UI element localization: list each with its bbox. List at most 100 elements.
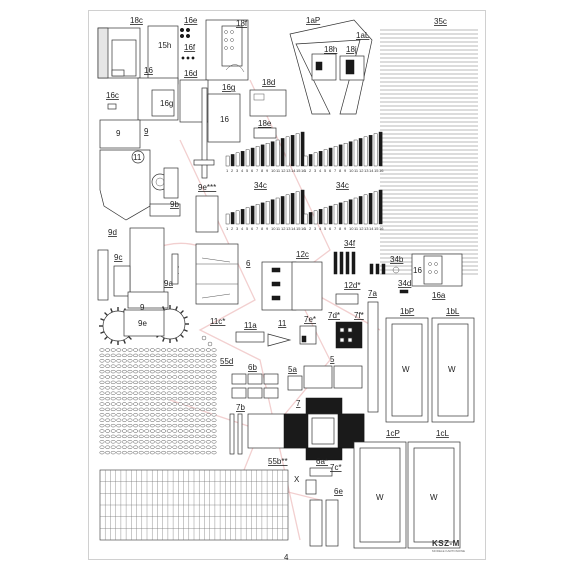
oval-piece: [194, 450, 200, 455]
ruler-number: 13: [286, 168, 291, 173]
ruler-bar: [308, 212, 313, 225]
ruler-number: 1: [226, 226, 229, 231]
oval-piece: [138, 369, 144, 374]
oval-piece: [211, 440, 217, 444]
oval-piece: [200, 380, 206, 385]
ruler-bar: [368, 134, 373, 167]
gear-tooth: [183, 329, 188, 332]
oval-piece: [116, 402, 122, 406]
ruler-bar: [255, 146, 260, 167]
label-11: 11: [133, 153, 142, 162]
oval-piece: [105, 380, 111, 385]
oval-piece: [183, 407, 189, 412]
oval-piece: [205, 380, 211, 385]
oval-piece: [127, 407, 133, 412]
oval-piece: [161, 353, 167, 358]
ruler-bar: [363, 194, 368, 225]
ruler-number: 14: [369, 168, 374, 173]
oval-piece: [172, 429, 178, 433]
oval-piece: [99, 440, 105, 444]
gear-tooth: [104, 312, 108, 316]
label-55d: 55d: [220, 357, 233, 366]
ruler-bar: [358, 138, 363, 167]
oval-piece: [189, 407, 195, 412]
label-1bL: 1bL: [446, 307, 460, 316]
oval-piece: [189, 429, 195, 433]
ruler-bar: [260, 202, 265, 225]
oval-piece: [110, 402, 116, 406]
ruler-bar: [373, 133, 378, 167]
part-12d: [335, 293, 359, 305]
oval-piece: [149, 407, 155, 412]
oval-piece: [138, 450, 144, 455]
oval-piece: [116, 375, 122, 379]
ruler-number: 9: [266, 168, 269, 173]
oval-piece: [149, 413, 155, 417]
oval-piece: [99, 407, 105, 412]
oval-piece: [105, 407, 111, 412]
ruler-bar: [235, 152, 240, 167]
oval-piece: [166, 375, 172, 379]
oval-piece: [138, 413, 144, 417]
oval-piece: [205, 450, 211, 455]
oval-piece: [172, 391, 178, 395]
ruler-number: 6: [329, 168, 332, 173]
ruler-bar: [353, 139, 358, 167]
oval-piece: [121, 429, 127, 433]
oval-piece: [183, 423, 189, 428]
ruler-number: 10: [349, 168, 354, 173]
oval-piece: [121, 450, 127, 455]
oval-piece: [105, 359, 111, 363]
label-6b: 6b: [248, 363, 257, 372]
ruler-bar: [303, 155, 308, 167]
oval-piece: [205, 353, 211, 358]
ruler-bar: [285, 136, 290, 167]
oval-piece: [161, 364, 167, 368]
oval-piece: [133, 386, 139, 390]
oval-piece: [105, 386, 111, 390]
oval-piece: [155, 369, 161, 374]
ruler-number: 1: [226, 168, 229, 173]
oval-piece: [211, 450, 217, 455]
ruler-number: 2: [309, 168, 312, 173]
part-6b: 6b 5a 7b: [229, 363, 303, 455]
oval-piece: [211, 407, 217, 412]
label-12d: 12d*: [344, 281, 360, 290]
label-9: 9: [144, 127, 149, 136]
oval-piece: [200, 413, 206, 417]
oval-piece: [183, 402, 189, 406]
oval-piece: [200, 369, 206, 374]
ruler-number: 10: [271, 168, 276, 173]
ruler-bar: [363, 136, 368, 167]
oval-piece: [172, 450, 178, 455]
oval-piece: [172, 353, 178, 358]
oval-piece: [205, 364, 211, 368]
brand-logo: KSZ-M: [432, 539, 460, 548]
gear-tooth: [123, 339, 126, 344]
gear-tooth: [100, 318, 105, 321]
label-11a: 11a: [244, 321, 257, 330]
oval-piece: [116, 413, 122, 417]
oval-piece: [211, 396, 217, 401]
label-18e: 18e: [258, 119, 272, 128]
oval-piece: [116, 369, 122, 374]
label-16g: 16g: [160, 99, 173, 108]
ruler-number: 11: [276, 226, 281, 231]
label-34c-right: 34c: [336, 181, 349, 190]
ruler-bar: [240, 208, 245, 225]
oval-piece: [194, 391, 200, 395]
oval-piece: [183, 359, 189, 363]
oval-piece: [172, 348, 178, 352]
oval-piece: [138, 429, 144, 433]
oval-piece: [172, 445, 178, 449]
ruler-bar: [378, 189, 383, 225]
oval-piece: [121, 423, 127, 428]
ruler-bar: [265, 142, 270, 167]
oval-piece: [116, 353, 122, 358]
oval-piece: [116, 445, 122, 449]
oval-piece: [205, 434, 211, 439]
label-5: 5: [330, 355, 335, 364]
oval-piece: [133, 434, 139, 439]
